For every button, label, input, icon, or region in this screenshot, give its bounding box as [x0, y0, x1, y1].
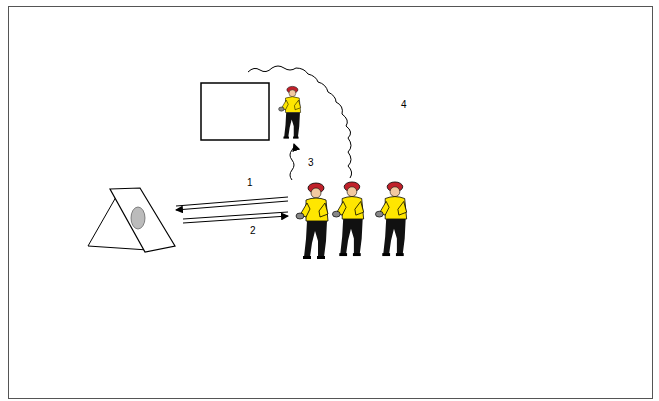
callout-number: 1: [246, 178, 254, 188]
callout-number: 2: [249, 226, 257, 236]
callout-number: 4: [400, 100, 408, 110]
callout-number: 3: [307, 158, 315, 168]
